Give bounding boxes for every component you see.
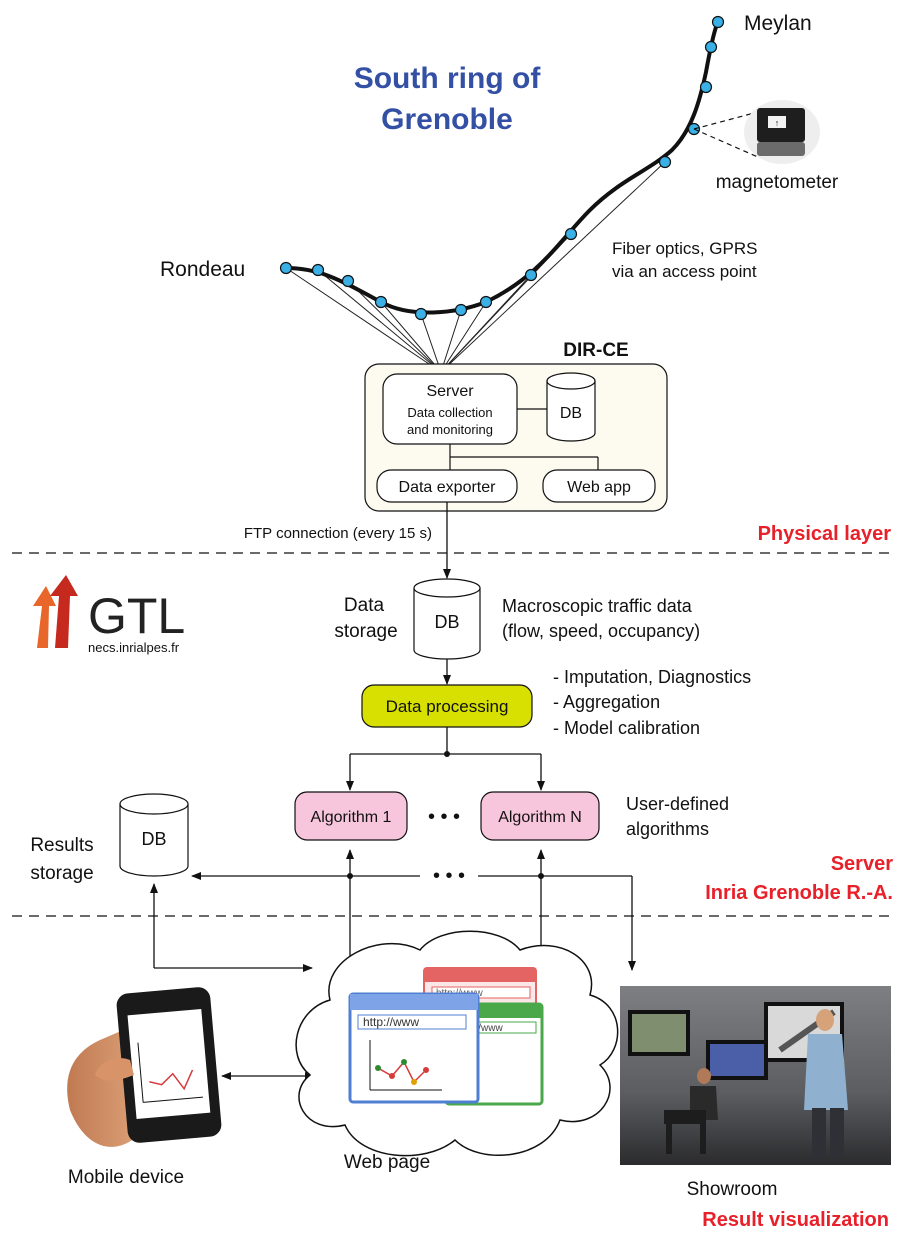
traffic-data-desc-line1: Macroscopic traffic data <box>502 596 693 616</box>
layer-server-label-line2: Inria Grenoble R.-A. <box>705 882 893 904</box>
web-app-label: Web app <box>567 479 631 496</box>
sensor-dot <box>524 268 538 282</box>
processing-step-2: - Aggregation <box>553 692 660 712</box>
layer-server-label-line1: Server <box>831 853 893 875</box>
comm-label-line1: Fiber optics, GPRS <box>612 239 758 258</box>
results-storage-label-line1: Results <box>30 835 93 856</box>
sensor-dot <box>454 303 468 317</box>
sensor-dot <box>658 155 672 169</box>
dirce-db-icon <box>546 372 596 442</box>
place-rondeau: Rondeau <box>160 258 245 281</box>
results-dots: • • • <box>433 865 465 887</box>
layer-physical-label: Physical layer <box>758 523 892 545</box>
sensor-dot <box>564 227 578 241</box>
data-exporter-label: Data exporter <box>399 479 497 496</box>
algorithm-dots: • • • <box>428 806 460 828</box>
browser-window-blue: http://www <box>348 992 480 1104</box>
data-processing-label: Data processing <box>386 697 509 716</box>
server-desc-line1: Data collection <box>407 405 492 420</box>
data-storage-label-line1: Data <box>344 595 385 616</box>
sensor-dot <box>699 80 713 94</box>
sensor-dot <box>711 15 725 29</box>
dirce-title: DIR-CE <box>563 340 628 361</box>
data-storage-db-icon <box>413 578 481 660</box>
user-defined-label-line2: algorithms <box>626 819 709 839</box>
sensor-dots <box>279 15 725 321</box>
diagram-title-line2: Grenoble <box>381 103 513 136</box>
browser-url-blue: http://www <box>363 1015 419 1029</box>
gtl-logo-icon <box>33 575 78 648</box>
sensor-dot <box>479 295 493 309</box>
web-app-box <box>542 469 656 503</box>
gtl-url: necs.inrialpes.fr <box>88 640 180 655</box>
sensor-links <box>285 161 666 373</box>
server-desc-line2: and monitoring <box>407 422 493 437</box>
web-page-label: Web page <box>344 1152 430 1173</box>
mobile-device-icon <box>67 987 222 1147</box>
showroom-label: Showroom <box>687 1179 778 1200</box>
sensor-dot <box>279 261 293 275</box>
browser-url-green: http://www <box>456 1023 503 1034</box>
algorithm-n-box <box>480 791 600 841</box>
sensor-dot <box>704 40 718 54</box>
magnetometer-icon: ↑ <box>693 100 820 164</box>
sensor-dot <box>374 295 388 309</box>
results-db-label: DB <box>141 829 166 849</box>
processing-step-1: - Imputation, Diagnostics <box>553 667 751 687</box>
showroom-photo <box>620 986 891 1165</box>
comm-label-line2: via an access point <box>612 262 757 281</box>
sensor-dot <box>311 263 325 277</box>
place-meylan: Meylan <box>744 12 812 35</box>
gtl-name: GTL <box>88 588 185 644</box>
algorithm-1-box <box>294 791 408 841</box>
sensor-dot <box>414 307 428 321</box>
algorithm-1-label: Algorithm 1 <box>311 809 392 826</box>
algorithm-n-label: Algorithm N <box>498 809 582 826</box>
results-db-icon <box>119 793 189 877</box>
ftp-label: FTP connection (every 15 s) <box>244 525 432 542</box>
traffic-data-desc-line2: (flow, speed, occupancy) <box>502 621 700 641</box>
user-defined-label-line1: User-defined <box>626 794 729 814</box>
dirce-db-label: DB <box>560 405 582 422</box>
results-storage-label-line2: storage <box>30 863 93 884</box>
mobile-device-label: Mobile device <box>68 1167 184 1188</box>
layer-result-label: Result visualization <box>702 1209 889 1231</box>
server-title: Server <box>426 383 474 400</box>
sensor-dot <box>341 274 355 288</box>
data-storage-label-line2: storage <box>334 621 397 642</box>
data-storage-db-label: DB <box>434 612 459 632</box>
magnetometer-label: magnetometer <box>716 172 839 193</box>
processing-step-3: - Model calibration <box>553 718 700 738</box>
diagram-title-line1: South ring of <box>354 62 542 95</box>
svg-text:↑: ↑ <box>775 118 780 128</box>
